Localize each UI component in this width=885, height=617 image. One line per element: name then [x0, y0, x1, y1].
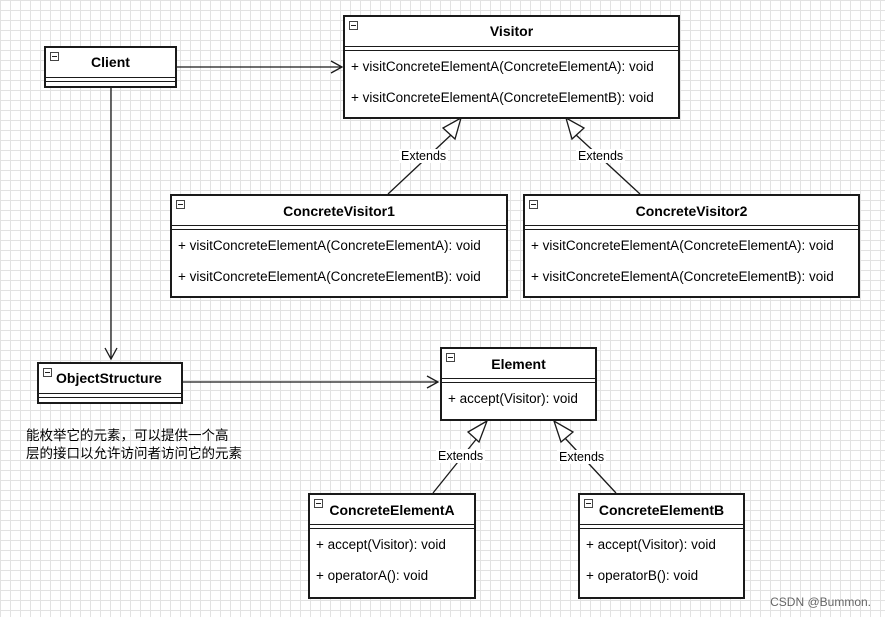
operation: + visitConcreteElementA(ConcreteElementB… [351, 90, 654, 105]
extends-label: Extends [557, 450, 607, 464]
class-concrete-visitor1[interactable]: ConcreteVisitor1 + visitConcreteElementA… [170, 194, 508, 298]
collapse-icon[interactable] [43, 368, 52, 377]
class-concrete-element-a[interactable]: ConcreteElementA + accept(Visitor): void… [308, 493, 476, 599]
cea-extends-triangle [466, 419, 489, 444]
cv1-extends-line [387, 133, 453, 195]
class-name: Visitor [489, 23, 534, 39]
attributes-compartment [345, 46, 678, 51]
collapse-icon[interactable] [349, 21, 358, 30]
operation: + visitConcreteElementA(ConcreteElementA… [178, 238, 481, 253]
object-structure-note: 能枚举它的元素，可以提供一个高 层的接口以允许访问者访问它的元素 [26, 427, 242, 463]
class-header: ObjectStructure [39, 364, 181, 393]
note-line: 能枚举它的元素，可以提供一个高 [26, 428, 229, 444]
class-name: ConcreteVisitor1 [283, 203, 395, 219]
watermark: CSDN @Bummon. [770, 595, 871, 609]
class-object-structure[interactable]: ObjectStructure [37, 362, 183, 404]
cv1-extends-triangle [441, 116, 463, 141]
class-name: ConcreteElementA [329, 502, 455, 518]
operation: + visitConcreteElementA(ConcreteElementA… [531, 238, 834, 253]
cea-extends-line [432, 436, 479, 494]
class-header: ConcreteElementB [580, 495, 743, 524]
operations-compartment: + visitConcreteElementA(ConcreteElementA… [345, 51, 678, 113]
operation: + visitConcreteElementA(ConcreteElementA… [351, 59, 654, 74]
class-concrete-visitor2[interactable]: ConcreteVisitor2 + visitConcreteElementA… [523, 194, 860, 298]
operations-compartment: + accept(Visitor): void [442, 383, 595, 414]
operations-compartment: + accept(Visitor): void + operatorA(): v… [310, 529, 474, 591]
attributes-compartment [580, 524, 743, 529]
empty-compartments [46, 77, 175, 82]
attributes-compartment [310, 524, 474, 529]
empty-compartments [39, 393, 181, 398]
extends-label: Extends [436, 449, 486, 463]
ceb-extends-line [563, 436, 617, 494]
collapse-icon[interactable] [529, 200, 538, 209]
operation: + accept(Visitor): void [586, 537, 716, 552]
operations-compartment: + accept(Visitor): void + operatorB(): v… [580, 529, 743, 591]
operation: + visitConcreteElementA(ConcreteElementB… [178, 269, 481, 284]
cv2-extends-line [574, 133, 641, 195]
class-header: Element [442, 349, 595, 378]
operation: + operatorA(): void [316, 568, 429, 583]
class-header: ConcreteVisitor2 [525, 196, 858, 225]
collapse-icon[interactable] [446, 353, 455, 362]
extends-label: Extends [399, 149, 449, 163]
operation: + operatorB(): void [586, 568, 699, 583]
class-name: ConcreteVisitor2 [635, 203, 748, 219]
operation: + visitConcreteElementA(ConcreteElementB… [531, 269, 834, 284]
extends-label: Extends [576, 149, 626, 163]
operation: + accept(Visitor): void [316, 537, 446, 552]
class-name: ObjectStructure [56, 370, 162, 386]
cv2-extends-triangle [564, 116, 586, 141]
ceb-extends-triangle [552, 419, 575, 444]
class-concrete-element-b[interactable]: ConcreteElementB + accept(Visitor): void… [578, 493, 745, 599]
attributes-compartment [442, 378, 595, 383]
class-name: Element [491, 356, 546, 372]
class-header: Client [46, 48, 175, 77]
collapse-icon[interactable] [584, 499, 593, 508]
class-name: ConcreteElementB [598, 502, 725, 518]
attributes-compartment [172, 225, 506, 230]
operations-compartment: + visitConcreteElementA(ConcreteElementA… [172, 230, 506, 292]
note-line: 层的接口以允许访问者访问它的元素 [26, 446, 242, 462]
attributes-compartment [525, 225, 858, 230]
class-name: Client [91, 54, 130, 70]
class-header: Visitor [345, 17, 678, 46]
collapse-icon[interactable] [50, 52, 59, 61]
class-client[interactable]: Client [44, 46, 177, 88]
collapse-icon[interactable] [314, 499, 323, 508]
class-element[interactable]: Element + accept(Visitor): void [440, 347, 597, 421]
class-header: ConcreteVisitor1 [172, 196, 506, 225]
class-visitor[interactable]: Visitor + visitConcreteElementA(Concrete… [343, 15, 680, 119]
collapse-icon[interactable] [176, 200, 185, 209]
operations-compartment: + visitConcreteElementA(ConcreteElementA… [525, 230, 858, 292]
operation: + accept(Visitor): void [448, 391, 578, 406]
class-header: ConcreteElementA [310, 495, 474, 524]
